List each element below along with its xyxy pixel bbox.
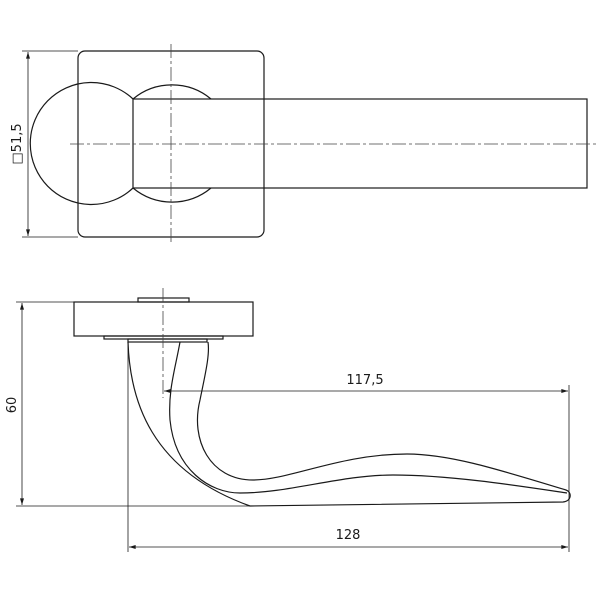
rosette-side [73,301,254,337]
side-view: 60 117,5 128 [5,288,571,552]
round-base-arc [132,84,212,203]
dimension-label-lever: 117,5 [346,373,383,388]
lever-top [132,98,588,189]
lever-outline [127,341,571,507]
lever-edge-line [169,341,568,494]
top-view: □51,5 [10,44,597,244]
round-base [29,81,134,206]
neck-plate [127,338,208,343]
dimension-label-total: 128 [336,528,361,543]
dimension-label-height: 60 [5,397,20,414]
spindle-cap [137,297,190,303]
dimension-label-square: □51,5 [10,123,25,164]
